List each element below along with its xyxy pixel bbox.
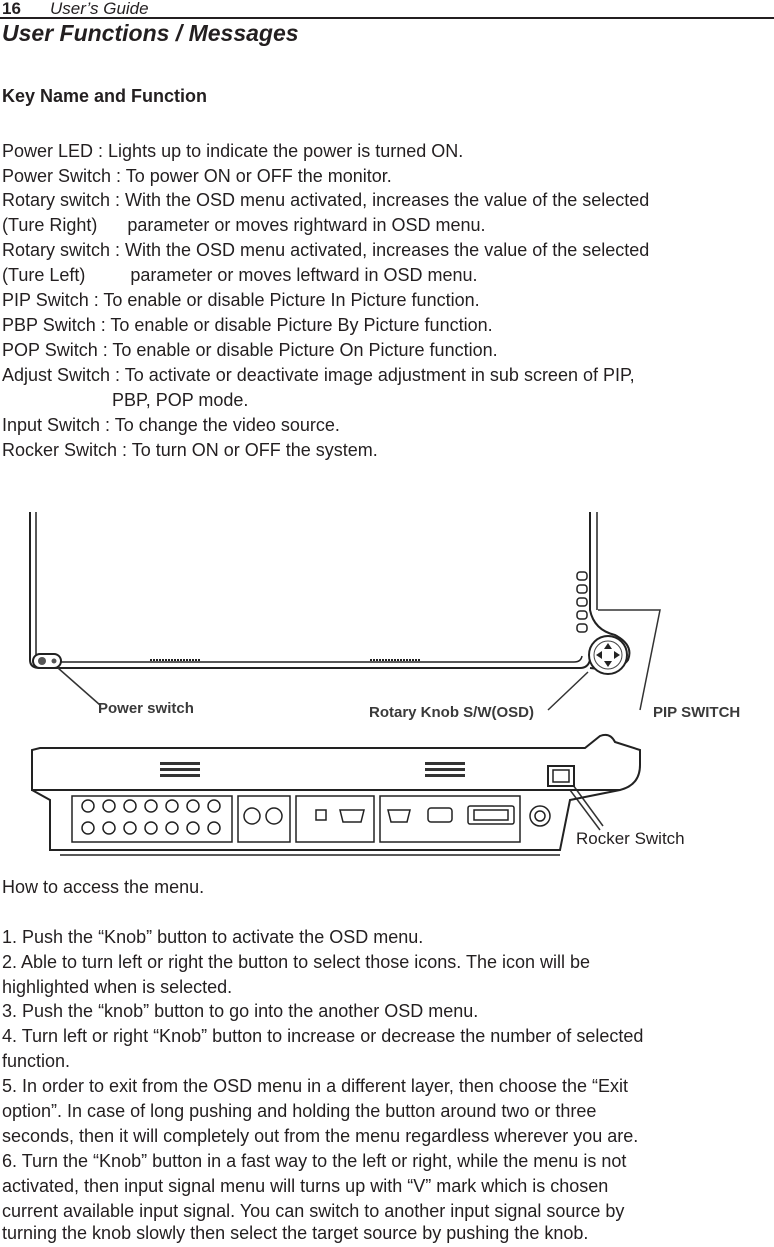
guide-title: User’s Guide bbox=[50, 0, 149, 18]
menu-step-line: highlighted when is selected. bbox=[2, 977, 233, 997]
menu-step-line: current available input signal. You can … bbox=[2, 1201, 625, 1221]
key-line: PIP Switch : To enable or disable Pictur… bbox=[2, 290, 480, 310]
rocker-switch-label: Rocker Switch bbox=[576, 829, 685, 848]
monitor-drawing bbox=[29, 512, 661, 856]
key-name-heading: Key Name and Function bbox=[2, 86, 208, 106]
menu-step-line: 5. In order to exit from the OSD menu in… bbox=[2, 1076, 628, 1096]
menu-step-line: option”. In case of long pushing and hol… bbox=[2, 1101, 597, 1121]
key-line: PBP, POP mode. bbox=[2, 390, 249, 410]
rotary-knob-label: Rotary Knob S/W(OSD) bbox=[369, 704, 534, 721]
key-line: Rotary switch : With the OSD menu activa… bbox=[2, 190, 650, 210]
pip-switch-label: PIP SWITCH bbox=[653, 704, 741, 721]
leader-lines bbox=[57, 609, 661, 831]
menu-heading: How to access the menu. bbox=[2, 877, 205, 897]
key-line: Adjust Switch : To activate or deactivat… bbox=[2, 365, 635, 385]
power-switch-label: Power switch bbox=[98, 700, 194, 717]
data-ports-icon bbox=[315, 805, 551, 827]
menu-step-line: seconds, then it will completely out fro… bbox=[2, 1126, 639, 1146]
key-line: (Ture Right) parameter or moves rightwar… bbox=[2, 215, 486, 235]
bnc-connectors-icon bbox=[81, 799, 283, 835]
menu-step-line: function. bbox=[2, 1051, 71, 1071]
header-rule bbox=[0, 17, 774, 19]
key-line: (Ture Left) parameter or moves leftward … bbox=[2, 265, 478, 285]
menu-step-line: 1. Push the “Knob” button to activate th… bbox=[2, 927, 424, 947]
key-line: Power Switch : To power ON or OFF the mo… bbox=[2, 166, 392, 186]
key-line: Rotary switch : With the OSD menu activa… bbox=[2, 240, 650, 260]
key-line: PBP Switch : To enable or disable Pictur… bbox=[2, 315, 493, 335]
power-switch-icon bbox=[32, 653, 62, 669]
page-number: 16 bbox=[2, 0, 21, 18]
menu-step-line: 2. Able to turn left or right the button… bbox=[2, 952, 591, 972]
vent-grilles bbox=[160, 762, 465, 777]
monitor-diagram: Power switch Rotary Knob S/W(OSD) PIP SW… bbox=[0, 500, 774, 865]
menu-step-line: 4. Turn left or right “Knob” button to i… bbox=[2, 1026, 644, 1046]
key-line: POP Switch : To enable or disable Pictur… bbox=[2, 340, 498, 360]
rocker-switch-icon bbox=[547, 765, 575, 787]
menu-step-line: 3. Push the “knob” button to go into the… bbox=[2, 1001, 479, 1021]
menu-step-line: turning the knob slowly then select the … bbox=[2, 1223, 589, 1243]
side-buttons-icon bbox=[576, 571, 588, 633]
key-line: Power LED : Lights up to indicate the po… bbox=[2, 141, 464, 161]
monitor-bottom-view bbox=[31, 733, 641, 856]
menu-step-line: 6. Turn the “Knob” button in a fast way … bbox=[2, 1151, 627, 1171]
key-line: Input Switch : To change the video sourc… bbox=[2, 415, 340, 435]
page-header: 16 User’s Guide bbox=[0, 0, 774, 19]
menu-step-line: activated, then input signal menu will t… bbox=[2, 1176, 609, 1196]
monitor-front-view bbox=[29, 512, 631, 670]
key-line: Rocker Switch : To turn ON or OFF the sy… bbox=[2, 440, 378, 460]
section-title: User Functions / Messages bbox=[2, 20, 299, 46]
rotary-knob-icon bbox=[588, 635, 628, 675]
